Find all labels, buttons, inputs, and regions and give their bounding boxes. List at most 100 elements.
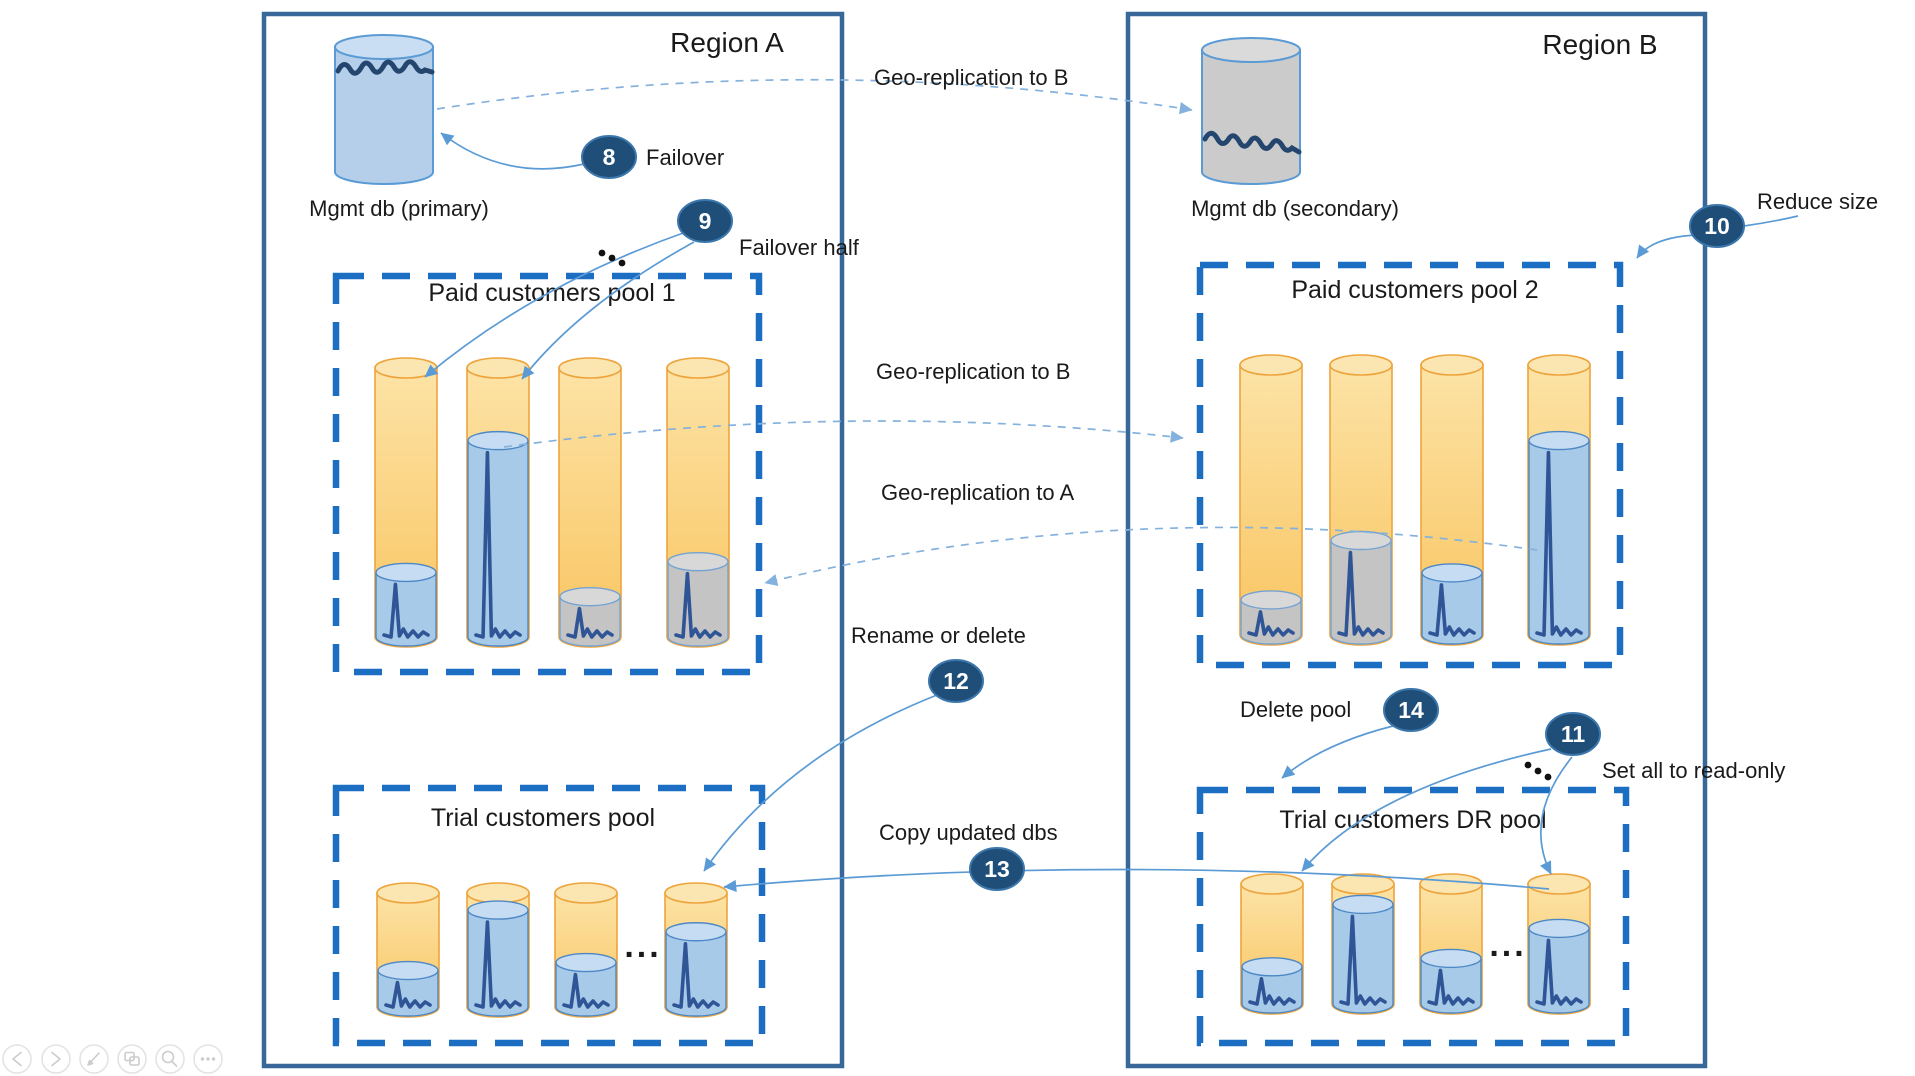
pen-button[interactable] [79,1044,109,1074]
db-cylinder [376,882,440,1018]
slide-grid-icon [124,1051,140,1066]
region-b-title: Region B [1542,29,1657,60]
previous-icon [12,1051,22,1067]
rename-or-delete-arrow-12 [703,694,938,872]
region-a: Region A Mgmt db (primary) Paid customer… [261,11,845,1069]
read-only-arrow-11b [1540,756,1573,875]
flow-arrows [424,78,1799,893]
zoom-button[interactable] [155,1044,185,1074]
db-cylinder [554,882,618,1018]
more-options-button[interactable] [193,1044,223,1074]
db-slot-top [1331,873,1395,895]
callout-9: 9 [677,199,733,243]
db-cylinder [1331,873,1395,1015]
next-icon [51,1051,61,1067]
db-sparkline [474,920,522,1009]
db-sparkline [1428,583,1476,637]
next-slide-button[interactable] [41,1044,71,1074]
db-sparkline [672,941,720,1009]
pool-paid-1-cylinders [374,357,730,648]
db-cylinder [1527,354,1591,646]
geo-replication-to-b-mid-label: Geo-replication to B [876,359,1070,384]
callout-10-label: Reduce size [1757,189,1878,214]
pool-paid-1-border [332,272,763,676]
callout-13: 13 [969,847,1025,891]
mgmt-db-secondary-cylinder [1201,37,1302,185]
db-slot-top [1527,354,1591,376]
pool-trial-dr-cylinders [1240,873,1591,1015]
slide-grid-button[interactable] [117,1044,147,1074]
callout-8: 8 [581,135,637,179]
mgmt-db-primary-label: Mgmt db (primary) [309,196,489,221]
geo-replication-to-a-label: Geo-replication to A [881,480,1075,505]
db-cylinder [1329,354,1393,646]
failover-half-arrow-9b [521,241,695,380]
db-slot-top [666,357,730,379]
callout-11: 11 [1545,712,1601,756]
db-cylinder [466,882,530,1018]
db-slot-top [466,882,530,904]
pool-trial-dr-border [1196,786,1630,1047]
more-icon [200,1057,216,1061]
delete-pool-arrow-14 [1281,725,1394,779]
reduce-size-connector-10 [1743,215,1799,227]
db-sparkline [474,450,522,639]
db-slot-top [376,882,440,904]
db-slot-top [466,357,530,379]
geo-replication-to-b-top-label: Geo-replication to B [874,65,1068,90]
db-slot-top [1240,873,1304,895]
failover-arrow-8 [440,132,585,170]
db-sparkline [1337,550,1385,637]
svg-text:8: 8 [603,144,616,170]
pen-icon [87,1052,100,1066]
callout-14: 14 [1383,688,1439,732]
pool-paid-2-border [1196,261,1624,669]
pool-trial-dr: Trial customers DR pool ... [1196,786,1630,1047]
region-a-title: Region A [670,27,784,58]
failover-half-arrow-9a [424,231,687,378]
pool-trial-cylinders [376,882,728,1018]
db-slot-top [554,882,618,904]
svg-text:9: 9 [699,208,712,234]
svg-text:12: 12 [943,668,969,694]
db-sparkline [562,972,610,1009]
db-sparkline [1427,968,1475,1006]
callouts: 8 Failover 9 Failover half 10 Reduce siz… [581,135,1878,891]
db-slot-top [1420,354,1484,376]
geo-replication-to-b-mid-arrow [503,420,1184,448]
geo-replication-to-a-arrow [764,526,1538,586]
db-cylinder [664,882,728,1018]
callout-10: 10 [1689,204,1745,248]
trial-pool-ellipsis: ... [624,927,661,965]
db-sparkline [1248,977,1296,1006]
copy-updated-dbs-arrow-13 [723,868,1550,893]
callout-13-label: Copy updated dbs [879,820,1058,845]
pool-paid-customers-1: Paid customers pool 1 [332,272,763,676]
region-a-border [261,11,845,1069]
pool-paid-customers-2: Paid customers pool 2 [1196,261,1624,669]
db-sparkline [566,606,614,639]
pool-trial-border [332,784,766,1047]
svg-text:10: 10 [1704,213,1730,239]
pool-trial-dr-title: Trial customers DR pool [1279,806,1546,834]
pool-paid-1-title: Paid customers pool 1 [428,279,675,307]
callout-12-label: Rename or delete [851,623,1026,648]
db-sparkline [1535,938,1583,1006]
svg-text:13: 13 [984,856,1010,882]
previous-slide-button[interactable] [2,1044,32,1074]
ellipsis-dots-near-9 [598,249,626,267]
pool-trial-title: Trial customers pool [431,804,655,832]
db-sparkline [384,980,432,1009]
region-b-border [1125,11,1708,1069]
db-slot-top [664,882,728,904]
db-cylinder [374,357,438,648]
callout-11-label: Set all to read-only [1602,758,1785,783]
pool-trial-customers: Trial customers pool ... [332,784,766,1047]
db-cylinder [1527,873,1591,1015]
zoom-icon [161,1050,178,1067]
db-slot-top [1239,354,1303,376]
mgmt-db-primary-cylinder [334,34,435,185]
mgmt-db-secondary-label: Mgmt db (secondary) [1191,196,1399,221]
db-slot-top [1329,354,1393,376]
